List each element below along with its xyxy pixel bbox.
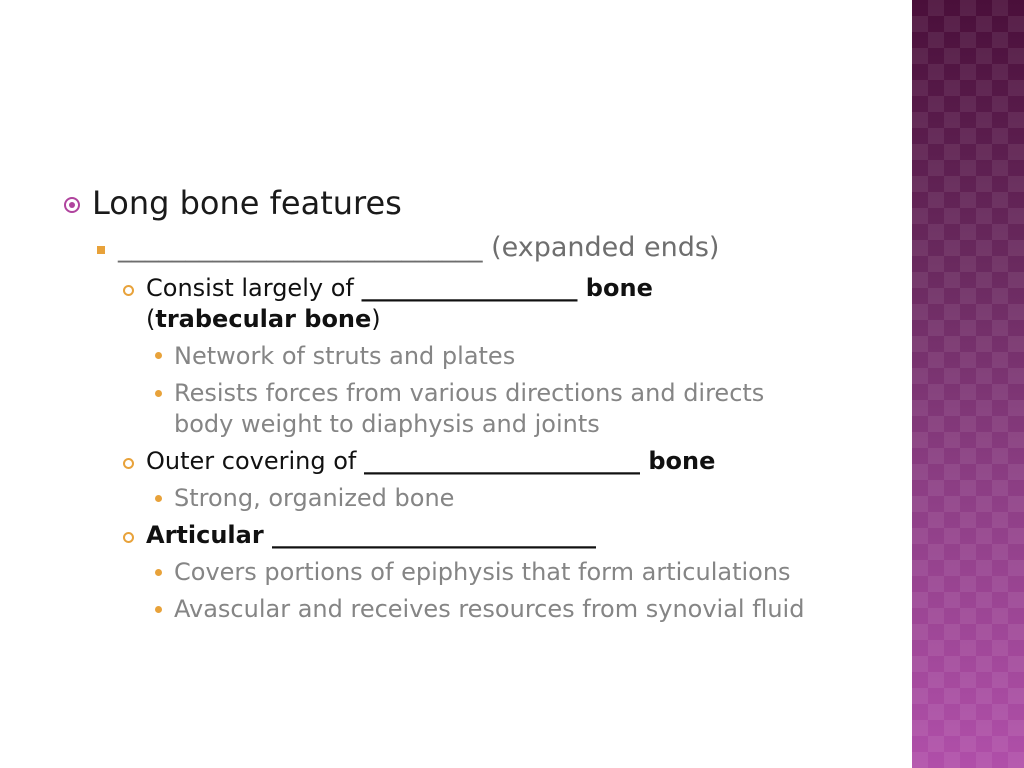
compact-bone-line: Outer covering of ______________________… [146, 447, 715, 475]
spongy-bone-line: Consist largely of __________________ bo… [146, 274, 653, 302]
open-paren: ( [146, 305, 156, 333]
compact-bone-blank: _______________________ bone [364, 447, 716, 475]
resists-forces-text-1: Resists forces from various directions a… [174, 379, 765, 407]
strong-organized-text: Strong, organized bone [174, 484, 455, 512]
heading-long-bone-features: Long bone features [92, 184, 402, 222]
slide-content: Long bone features _____________________… [64, 184, 805, 623]
dot-bullet-icon [155, 390, 162, 397]
epiphysis-blank: ___________________________ [118, 232, 483, 263]
avascular-text: Avascular and receives resources from sy… [174, 595, 805, 623]
dot-bullet-icon [155, 569, 162, 576]
ring-bullet-icon [123, 532, 134, 543]
articular-cartilage-line: Articular ___________________________ [146, 521, 597, 549]
ring-bullet-icon [123, 458, 134, 469]
ring-bullet-icon [123, 285, 134, 296]
trabecular-bone-text: trabecular bone [155, 305, 372, 333]
trabecular-bone-line: (trabecular bone) [146, 305, 381, 333]
outer-covering-text: Outer covering of [146, 447, 364, 475]
covers-portions-text: Covers portions of epiphysis that form a… [174, 558, 791, 586]
dot-bullet-icon [155, 352, 162, 359]
spongy-bone-blank: __________________ bone [361, 274, 653, 302]
close-paren: ) [371, 305, 381, 333]
dot-bullet-icon [155, 606, 162, 613]
expanded-ends-text: (expanded ends) [482, 232, 720, 263]
epiphysis-line: ___________________________ (expanded en… [118, 232, 719, 263]
decorative-side-band [912, 0, 1024, 768]
resists-forces-text-2: body weight to diaphysis and joints [174, 410, 600, 438]
circle-bullet-icon [64, 197, 80, 213]
network-struts-text: Network of struts and plates [174, 342, 516, 370]
square-bullet-icon [97, 246, 105, 254]
dot-bullet-icon [155, 495, 162, 502]
consist-largely-text: Consist largely of [146, 274, 362, 302]
